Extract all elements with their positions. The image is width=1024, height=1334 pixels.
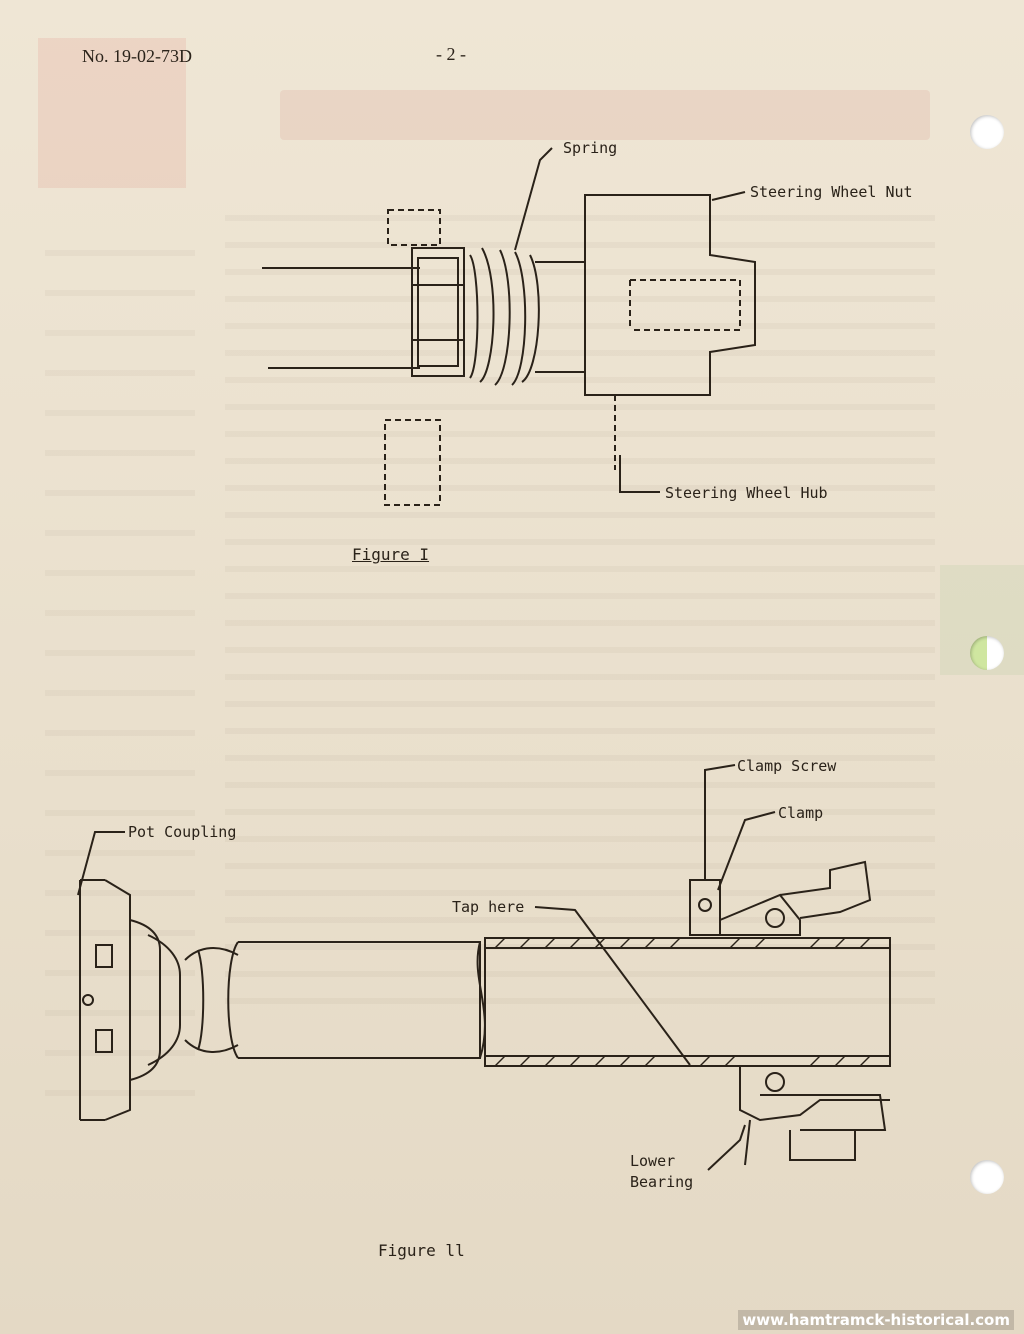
label-tap-here: Tap here: [452, 898, 525, 916]
label-steering-wheel-nut: Steering Wheel Nut: [750, 183, 913, 201]
figure-1-title: Figure I: [352, 545, 430, 564]
website-watermark: www.hamtramck-historical.com: [738, 1310, 1014, 1330]
binder-hole-bottom: [970, 1160, 1004, 1194]
label-steering-wheel-hub: Steering Wheel Hub: [665, 484, 828, 502]
label-pot-coupling: Pot Coupling: [128, 823, 237, 841]
label-clamp-screw: Clamp Screw: [737, 757, 837, 775]
bleed-through-sidebar: [45, 250, 195, 1110]
binder-hole-middle: [970, 636, 1004, 670]
bulletin-number: No. 19-02-73D: [82, 46, 192, 66]
bleed-through-logo: [38, 38, 186, 188]
label-lower-bearing-line1: Lower: [630, 1152, 676, 1170]
binder-hole-top: [970, 115, 1004, 149]
page-number: - 2 -: [436, 44, 466, 64]
label-clamp: Clamp: [778, 804, 824, 822]
bleed-through-title: [280, 90, 930, 140]
bleed-through-text: [225, 215, 935, 1015]
label-lower-bearing-line2: Bearing: [630, 1173, 694, 1191]
figure-2-title: Figure ll: [378, 1241, 465, 1260]
label-spring: Spring: [563, 139, 618, 157]
